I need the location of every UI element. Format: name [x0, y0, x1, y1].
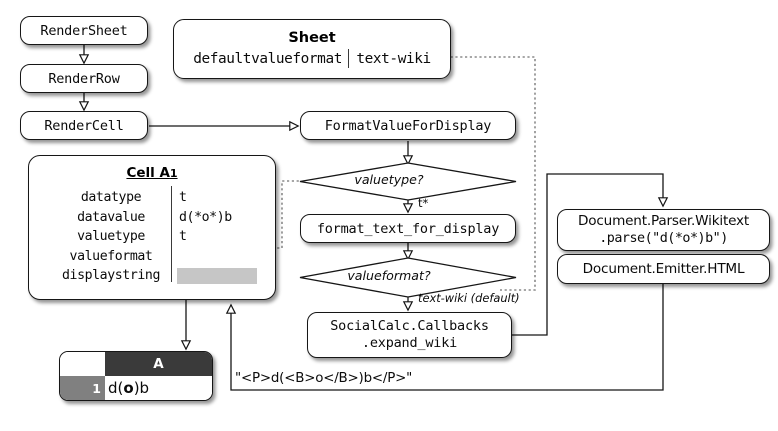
node-document-parser-label-line2: .parse("d(*o*)b") [599, 231, 728, 246]
cell-a1-value-displaystring-swatch [177, 267, 257, 284]
cell-a1-column-divider [171, 186, 173, 282]
node-format-text-for-display-label: format_text_for_display [316, 220, 500, 237]
mini-spreadsheet-cell-suffix: )b [133, 379, 150, 397]
cell-a1-title-text: Cell A [126, 165, 170, 181]
node-render-cell-label: RenderCell [44, 117, 124, 134]
mini-spreadsheet-cell-a1[interactable]: d(o)b [105, 376, 212, 400]
output-html-string: "<P>d(<B>o</B>)b</P>" [235, 371, 413, 386]
node-sheet-object[interactable]: Sheet defaultvalueformat text-wiki [173, 19, 451, 79]
cell-a1-title-subscript: 1 [169, 167, 178, 180]
node-cell-a1[interactable]: Cell A1 datatype t datavalue d(*o*)b val… [28, 155, 276, 300]
mini-spreadsheet-corner-cell [60, 352, 105, 376]
mini-spreadsheet-row-header-1[interactable]: 1 [60, 376, 105, 400]
sheet-property-row: defaultvalueformat text-wiki [193, 49, 431, 68]
cell-a1-value-datatype: t [179, 190, 187, 206]
edge-sheet-defaultvalueformat [441, 56, 536, 291]
cell-a1-row-valueformat: valueformat [51, 247, 275, 267]
node-format-text-for-display[interactable]: format_text_for_display [300, 214, 516, 243]
decision-valuetype [299, 162, 517, 201]
node-format-value-for-display-label: FormatValueForDisplay [324, 117, 492, 134]
cell-a1-key-valuetype: valuetype [77, 229, 145, 245]
mini-spreadsheet-cell-bold: o [123, 379, 134, 397]
node-format-value-for-display[interactable]: FormatValueForDisplay [300, 111, 516, 140]
sheet-divider [347, 49, 350, 68]
mini-spreadsheet-data-row: 1 d(o)b [60, 376, 212, 400]
node-socialcalc-callbacks-label-line2: .expand_wiki [361, 335, 458, 351]
node-render-sheet-label: RenderSheet [40, 22, 128, 39]
node-document-parser-label-line1: Document.Parser.Wikitext [578, 213, 749, 229]
node-render-sheet[interactable]: RenderSheet [20, 16, 148, 45]
mini-spreadsheet-cell-prefix: d( [108, 379, 124, 397]
node-render-cell[interactable]: RenderCell [20, 111, 148, 140]
cell-a1-row-datatype: datatype t [51, 188, 275, 208]
node-render-row[interactable]: RenderRow [20, 64, 148, 93]
node-document-emitter-html[interactable]: Document.Emitter.HTML [557, 254, 770, 284]
sheet-title: Sheet [288, 30, 336, 46]
cell-a1-row-valuetype: valuetype t [51, 227, 275, 247]
cell-a1-value-datavalue: d(*o*)b [179, 209, 232, 225]
mini-spreadsheet-column-header-a[interactable]: A [105, 352, 212, 376]
mini-spreadsheet-widget[interactable]: A 1 d(o)b [59, 351, 213, 401]
edge-label-text-wiki-default: text-wiki (default) [418, 291, 520, 305]
cell-a1-key-displaystring: displaystring [61, 268, 160, 284]
node-render-row-label: RenderRow [48, 70, 120, 87]
cell-a1-row-displaystring: displaystring [51, 266, 275, 286]
cell-a1-key-datatype: datatype [80, 190, 142, 206]
mini-spreadsheet-header-row: A [60, 352, 212, 376]
edge-label-t-star: t* [418, 196, 429, 210]
sheet-property-key: defaultvalueformat [193, 50, 342, 67]
node-document-parser-wikitext[interactable]: Document.Parser.Wikitext .parse("d(*o*)b… [557, 209, 770, 251]
cell-a1-key-valueformat: valueformat [69, 248, 153, 264]
node-socialcalc-callbacks-label-line1: SocialCalc.Callbacks [330, 318, 489, 334]
cell-a1-title: Cell A1 [29, 165, 275, 181]
cell-a1-key-datavalue: datavalue [77, 209, 145, 225]
node-document-emitter-html-label: Document.Emitter.HTML [582, 261, 745, 277]
cell-a1-value-valuetype: t [179, 229, 187, 245]
node-socialcalc-callbacks[interactable]: SocialCalc.Callbacks .expand_wiki [307, 312, 512, 358]
cell-a1-property-table: datatype t datavalue d(*o*)b valuetype t… [29, 186, 275, 286]
cell-a1-row-datavalue: datavalue d(*o*)b [51, 208, 275, 228]
sheet-property-value: text-wiki [356, 50, 431, 67]
